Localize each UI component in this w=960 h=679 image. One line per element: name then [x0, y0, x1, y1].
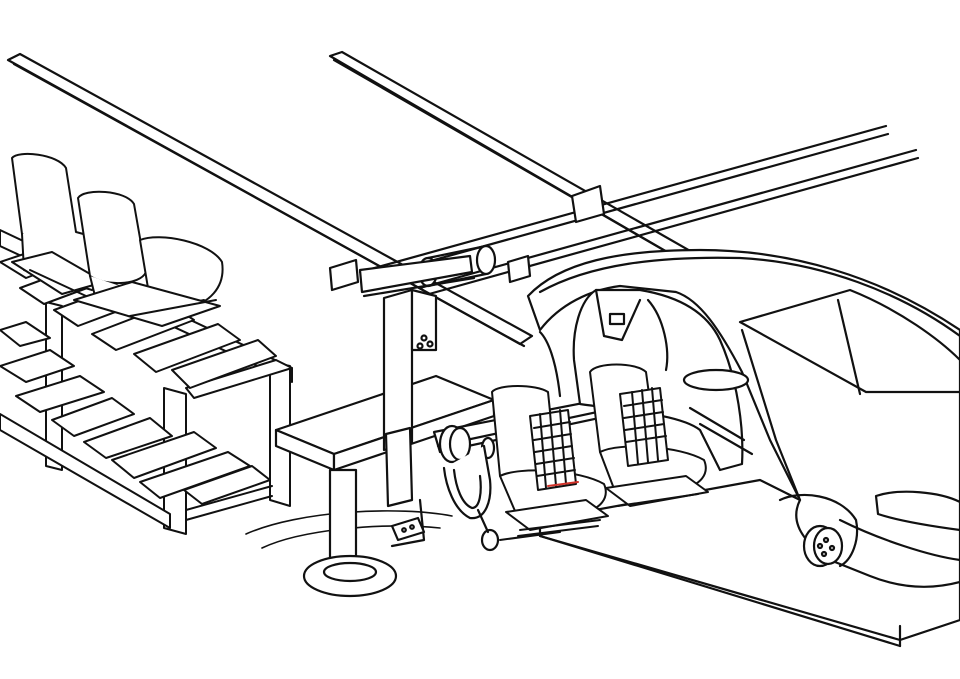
rail-hanger [570, 184, 606, 224]
seats-on-rack [11, 152, 224, 327]
headlight [874, 490, 960, 532]
rack-bottom-rail [0, 413, 171, 529]
foot-pedal [390, 516, 426, 542]
seat-icon [73, 190, 224, 327]
rail-hanger [506, 254, 532, 284]
conveyor-rail-lower [418, 148, 918, 290]
rack-mid-rail [185, 359, 293, 399]
accent-strap [547, 481, 579, 487]
seat-icon [491, 385, 609, 537]
seat-icon [589, 363, 709, 507]
manipulator-column [382, 288, 414, 452]
seats-being-installed [491, 363, 709, 541]
windshield [738, 288, 960, 394]
hub-icon [802, 524, 844, 568]
carriage-block [358, 254, 474, 294]
car-body-on-platform [526, 248, 960, 648]
lower-rollers [0, 321, 271, 505]
overhead-gantry [6, 50, 920, 348]
lift-assist-manipulator [382, 288, 648, 552]
rail-hanger [328, 258, 360, 292]
conveyor-rail-upper [358, 124, 888, 274]
